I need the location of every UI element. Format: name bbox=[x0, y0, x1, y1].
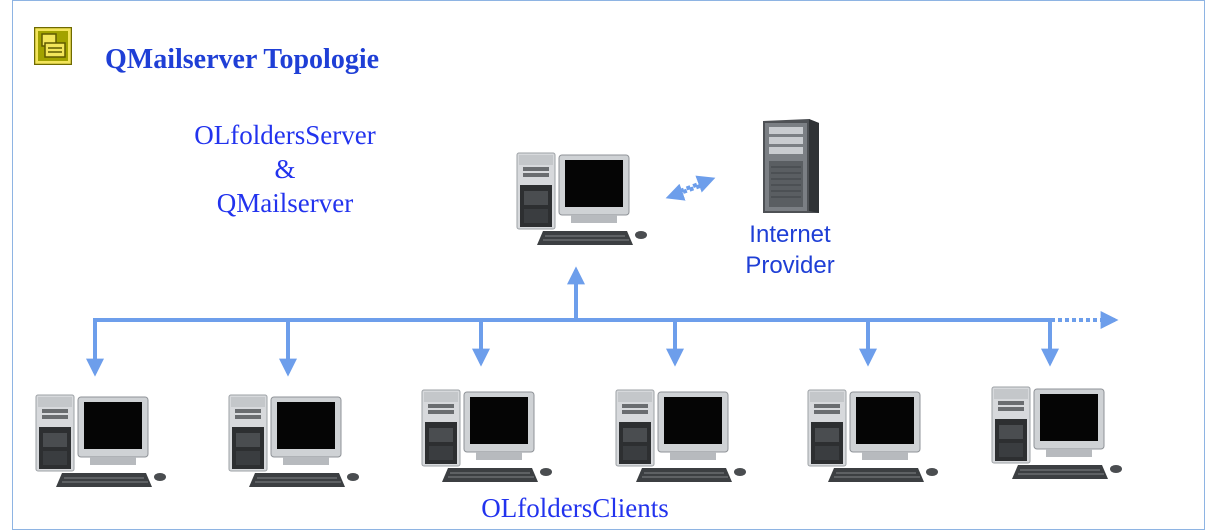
server-label-line: OLfoldersServer bbox=[194, 120, 376, 150]
desktop-computer-icon bbox=[421, 389, 552, 482]
desktop-computer-icon bbox=[516, 152, 647, 245]
desktop-computer-icon bbox=[991, 386, 1122, 479]
provider-label: Internet Provider bbox=[725, 219, 855, 281]
provider-label-line: Internet bbox=[749, 221, 831, 248]
client-computer bbox=[34, 393, 174, 494]
client-computer bbox=[614, 388, 754, 489]
page-title: QMailserver Topologie bbox=[105, 44, 380, 75]
server-label-line: QMailserver bbox=[216, 188, 354, 218]
client-computer bbox=[806, 388, 946, 489]
clients-label: OLfoldersClients bbox=[481, 493, 669, 523]
client-computer bbox=[227, 393, 367, 494]
desktop-computer-icon bbox=[615, 389, 746, 482]
client-computer bbox=[420, 388, 560, 489]
server-computer bbox=[515, 151, 655, 252]
desktop-computer-icon bbox=[228, 394, 359, 487]
provider-link-arrow bbox=[665, 183, 701, 201]
presentation-slide-icon bbox=[34, 27, 72, 65]
server-label: OLfoldersServer & QMailserver bbox=[170, 118, 400, 220]
internet-provider-server bbox=[755, 117, 823, 220]
server-tower-icon bbox=[763, 119, 819, 213]
desktop-computer-icon bbox=[807, 389, 938, 482]
desktop-computer-icon bbox=[35, 394, 166, 487]
client-computer bbox=[990, 385, 1130, 486]
provider-link-arrow bbox=[679, 175, 716, 193]
provider-label-line: Provider bbox=[745, 252, 835, 279]
server-label-line: & bbox=[274, 154, 296, 184]
